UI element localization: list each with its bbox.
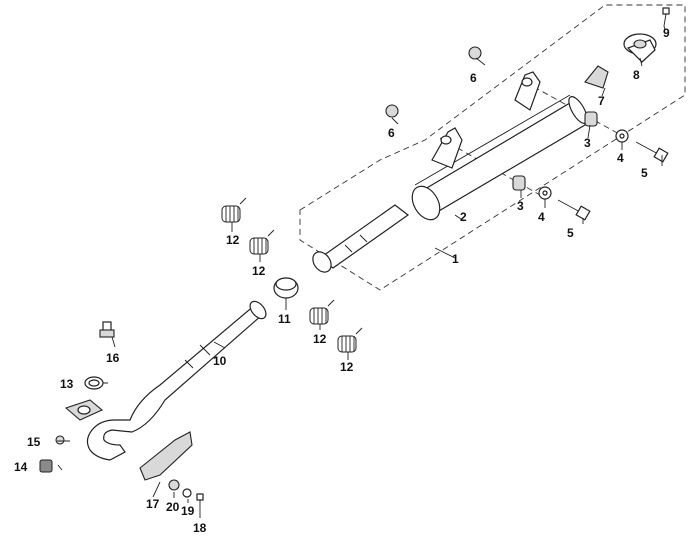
callout-13: 13 [60, 377, 74, 391]
callout-5-rear: 5 [641, 166, 648, 180]
muffler-inlet-pipe [312, 204, 410, 273]
callout-11: 11 [278, 312, 291, 326]
spark-arrestor [584, 65, 609, 89]
callout-12-d: 12 [340, 360, 354, 374]
rubber-grommet-mid [385, 104, 399, 118]
callout-3-rear: 3 [584, 136, 591, 150]
heat-shield-bracket [139, 431, 193, 481]
callout-15: 15 [27, 435, 41, 449]
callout-14: 14 [14, 460, 28, 474]
callout-5-front: 5 [567, 226, 574, 240]
callout-4-front: 4 [538, 210, 545, 224]
callout-1: 1 [452, 252, 459, 266]
callout-7: 7 [598, 94, 605, 108]
callout-12-a: 12 [226, 233, 240, 247]
spring-4 [337, 327, 363, 353]
spring-1 [221, 197, 247, 223]
muffler-bracket-front [431, 127, 463, 169]
callout-4-rear: 4 [617, 151, 624, 165]
callout-2: 2 [460, 210, 467, 224]
callout-18: 18 [193, 521, 207, 535]
rubber-grommet-top [468, 46, 482, 60]
callout-17: 17 [146, 497, 160, 511]
callout-10: 10 [213, 354, 227, 368]
callout-12-c: 12 [313, 332, 327, 346]
callout-8: 8 [633, 68, 640, 82]
head-pipe [86, 300, 267, 461]
callout-16: 16 [106, 351, 120, 365]
callout-12-b: 12 [252, 264, 266, 278]
spacer-front [512, 175, 526, 191]
bracket-grommet [168, 479, 180, 491]
exhaust-gasket-ring [273, 277, 299, 299]
spacer-rear [584, 111, 598, 127]
callout-6-top: 6 [470, 71, 477, 85]
mount-bolt-front [557, 199, 591, 221]
flange-nut [39, 459, 53, 473]
end-cap-bolt [662, 7, 670, 27]
flange-stud [55, 435, 65, 445]
mount-bolt-rear [635, 141, 669, 163]
bracket-bolt [196, 493, 204, 512]
callout-9: 9 [663, 26, 670, 40]
callout-19: 19 [181, 504, 195, 518]
callout-3-front: 3 [517, 199, 524, 213]
muffler-body [411, 94, 588, 221]
head-pipe-flange [64, 399, 104, 421]
end-cap [623, 33, 657, 63]
spring-3 [309, 299, 335, 325]
callout-6-mid: 6 [388, 126, 395, 140]
spring-2 [249, 229, 275, 255]
o2-sensor-plug [99, 321, 115, 338]
callout-20: 20 [166, 500, 180, 514]
bracket-washer [182, 488, 192, 498]
